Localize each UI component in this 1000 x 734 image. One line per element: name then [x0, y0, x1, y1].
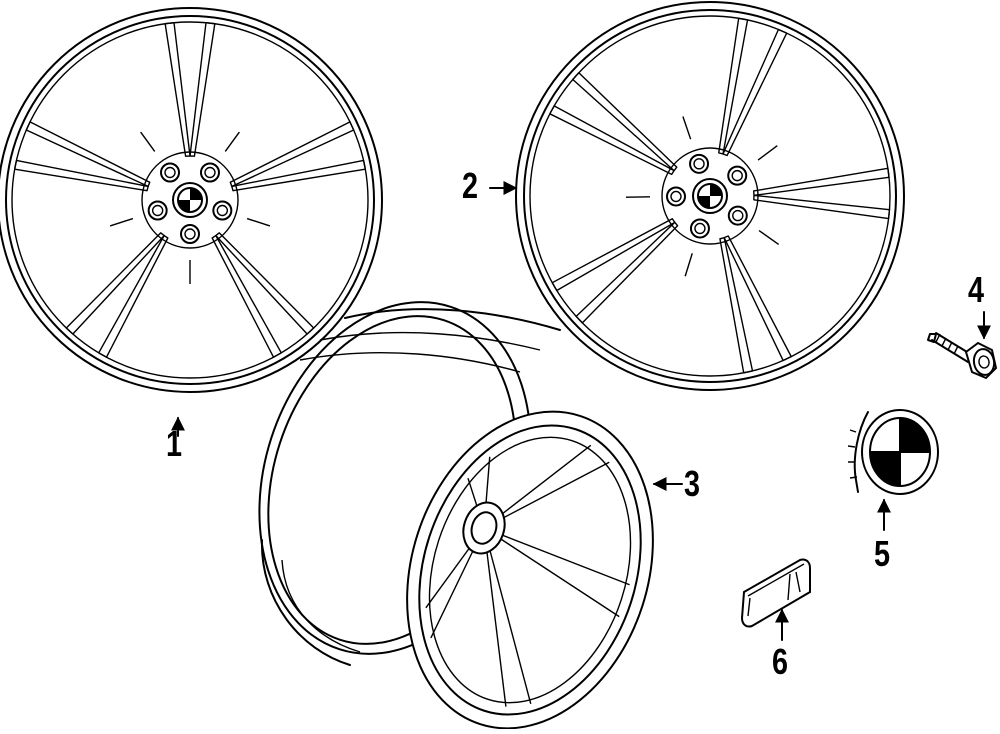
- wheel-1-illustration: [0, 8, 382, 392]
- callout-1: 1: [166, 426, 182, 462]
- wheel-2-illustration: [516, 2, 904, 390]
- wheel-bolt-illustration: [928, 333, 996, 378]
- callout-4: 4: [968, 272, 984, 308]
- callout-6: 6: [772, 644, 788, 680]
- callout-2: 2: [462, 168, 478, 204]
- callout-5: 5: [874, 536, 890, 572]
- center-cap-illustration: [848, 410, 938, 494]
- badge-illustration: [742, 559, 810, 626]
- callout-3: 3: [684, 466, 700, 502]
